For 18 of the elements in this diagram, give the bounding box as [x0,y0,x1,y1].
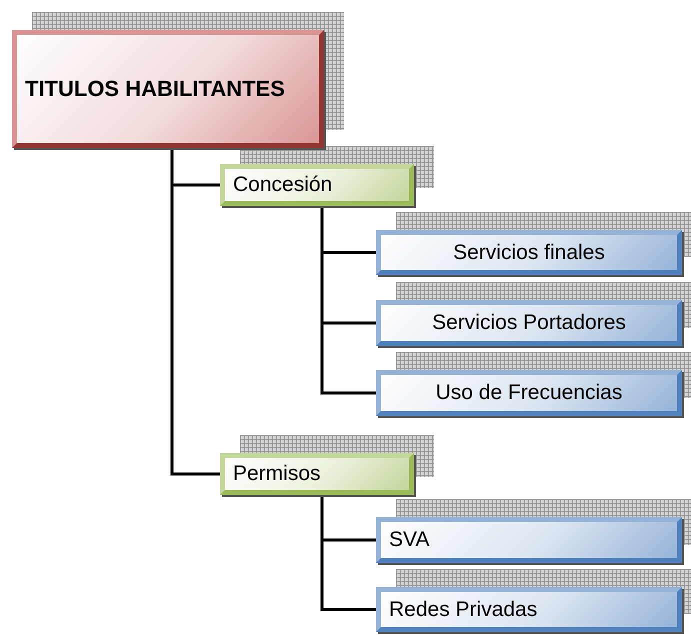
box-label: Concesión [233,172,332,198]
hierarchy-box [376,517,682,563]
box-label: Servicios finales [453,240,605,266]
box-label: TITULOS HABILITANTES [25,76,285,102]
connector-line [320,206,376,394]
box-label: SVA [389,527,430,553]
hierarchy-box [376,300,682,346]
box-label: Servicios Portadores [432,310,626,336]
box-label: Uso de Frecuencias [436,380,622,406]
connector-line [170,148,220,476]
hierarchy-box [376,587,682,632]
hierarchy-box [376,370,682,416]
hierarchy-box [376,230,682,275]
box-label: Redes Privadas [389,596,538,622]
hierarchy-box [220,453,414,495]
hierarchy-box [12,30,324,148]
box-label: Permisos [233,461,321,487]
hierarchy-box [220,164,414,206]
